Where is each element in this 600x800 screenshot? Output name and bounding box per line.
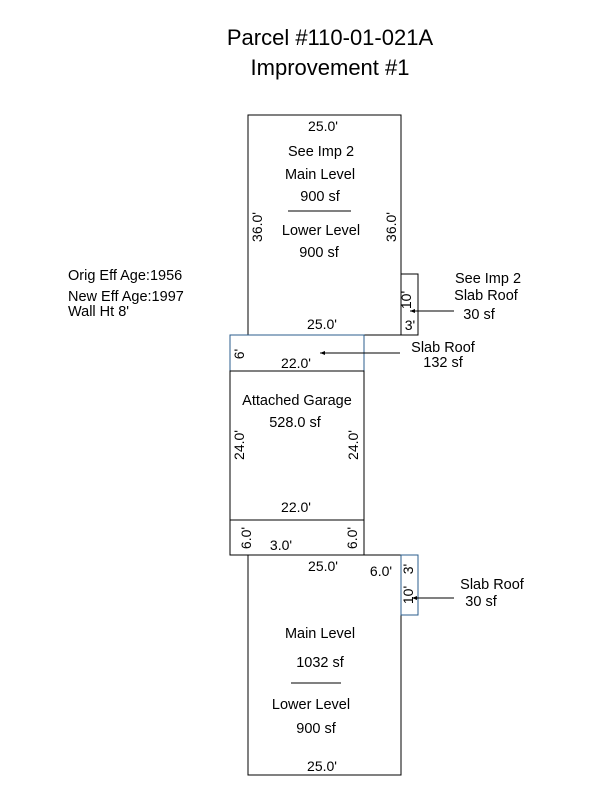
upper-right-dim: 36.0': [383, 212, 399, 242]
mid-slab-area: 132 sf: [423, 355, 463, 371]
lower-main-area: 1032 sf: [296, 655, 345, 671]
upper-bottom-dim: 25.0': [307, 316, 337, 332]
lower-lower-area: 900 sf: [296, 721, 336, 737]
lower-slab-horizontal-dim: 3': [400, 564, 416, 574]
improvement-title: Improvement #1: [251, 55, 410, 80]
lower-bottom-dim: 25.0': [307, 758, 337, 774]
garage-label: Attached Garage: [242, 393, 352, 409]
garage-right-dim: 24.0': [345, 430, 361, 460]
upper-lower-level: Lower Level: [282, 223, 360, 239]
upper-top-dim: 25.0': [308, 118, 338, 134]
lower-slab-label: Slab Roof: [460, 577, 525, 593]
lower-main-level: Main Level: [285, 626, 355, 642]
connector-bottom-dim: 3.0': [270, 537, 292, 553]
lower-slab-vertical-dim: 10': [400, 586, 416, 604]
upper-main-area: 900 sf: [300, 189, 340, 205]
upper-slab-arrow-icon: [410, 309, 415, 313]
upper-slab-see-imp: See Imp 2: [455, 271, 521, 287]
garage-left-dim: 24.0': [231, 430, 247, 460]
garage-bottom-dim: 22.0': [281, 499, 311, 515]
lower-building-outline: [247, 554, 402, 776]
mid-slab-bottom-dim: 22.0': [281, 355, 311, 371]
upper-slab-area: 30 sf: [463, 307, 495, 323]
mid-slab-arrow-icon: [320, 351, 325, 355]
upper-left-dim: 36.0': [249, 212, 265, 242]
upper-main-level: Main Level: [285, 167, 355, 183]
upper-slab-outline: [400, 273, 419, 336]
garage-area: 528.0 sf: [269, 415, 322, 431]
orig-eff-age: Orig Eff Age:1956: [68, 268, 182, 284]
lower-top-dim: 25.0': [308, 558, 338, 574]
upper-lower-area: 900 sf: [299, 245, 339, 261]
lower-slab-outline: [400, 554, 419, 616]
lower-slab-arrow-icon: [412, 596, 417, 600]
upper-slab-label: Slab Roof: [454, 288, 519, 304]
new-eff-age: New Eff Age:1997: [68, 289, 184, 305]
connector-right-dim: 6.0': [344, 527, 360, 549]
lower-lower-level: Lower Level: [272, 697, 350, 713]
lower-slab-area: 30 sf: [465, 594, 497, 610]
wall-height: Wall Ht 8': [68, 304, 129, 320]
upper-slab-vertical-dim: 10': [398, 291, 414, 309]
mid-slab-label: Slab Roof: [411, 340, 476, 356]
lower-corner-dim: 6.0': [370, 563, 392, 579]
parcel-title: Parcel #110-01-021A: [227, 25, 434, 50]
mid-slab-left-dim: 6': [231, 349, 247, 359]
connector-left-dim: 6.0': [238, 527, 254, 549]
upper-slab-horizontal-dim: 3': [405, 317, 415, 333]
upper-see-imp: See Imp 2: [288, 144, 354, 160]
